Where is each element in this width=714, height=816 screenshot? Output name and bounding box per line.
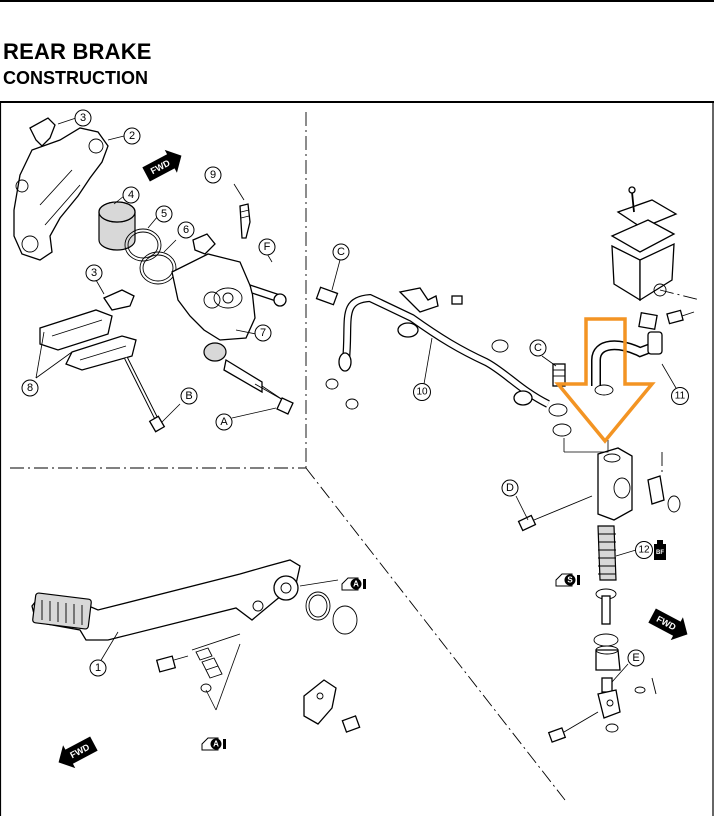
reservoir-bolt	[666, 309, 695, 325]
page-title: REAR BRAKE	[3, 39, 152, 64]
seal-rings	[124, 228, 177, 285]
letter-ref-a: A	[215, 413, 233, 431]
svg-text:10: 10	[416, 387, 428, 398]
svg-text:4: 4	[128, 189, 134, 201]
svg-text:C: C	[337, 246, 345, 258]
union-bolt-c-right	[548, 363, 572, 437]
callout-8: 8	[21, 379, 39, 397]
clevis	[597, 677, 657, 733]
caliper-pin-b	[124, 357, 166, 433]
callout-9: 9	[204, 166, 222, 184]
fwd-arrow-bottom: FWD	[58, 736, 98, 769]
svg-text:B: B	[185, 390, 192, 402]
svg-text:11: 11	[675, 391, 686, 402]
bleed-screw	[239, 203, 251, 239]
letter-ref-c-left: C	[332, 243, 350, 261]
mounting-bolt-d	[517, 495, 593, 532]
grease-symbol-s: S	[555, 573, 580, 587]
letter-ref-f: F	[258, 238, 276, 256]
svg-text:A: A	[213, 740, 219, 749]
pad-spring-mid	[103, 289, 135, 311]
master-cylinder-kit-12	[597, 525, 617, 581]
callout-2: 2	[123, 127, 141, 145]
pedal-bolt	[155, 655, 189, 673]
caliper-body	[171, 253, 256, 341]
hose-clip	[491, 339, 509, 353]
reservoir-hose-11	[591, 331, 663, 396]
piston	[98, 201, 136, 251]
svg-text:1: 1	[95, 662, 101, 674]
brake-pedal-1	[31, 559, 301, 641]
svg-text:2: 2	[129, 130, 135, 142]
fwd-arrow-right: FWD	[648, 608, 688, 641]
caliper-bolt-f	[249, 284, 287, 307]
letter-ref-d: D	[501, 479, 519, 497]
svg-text:3: 3	[91, 267, 97, 279]
svg-text:BF: BF	[656, 550, 664, 556]
letter-ref-b: B	[180, 387, 198, 405]
svg-text:9: 9	[210, 169, 216, 181]
callout-7: 7	[254, 324, 272, 342]
svg-text:A: A	[220, 416, 228, 428]
diagram-frame	[0, 102, 714, 816]
frame-top-rule	[0, 101, 714, 103]
svg-text:6: 6	[183, 224, 189, 236]
letter-ref-c-right: C	[529, 339, 547, 357]
bleed-screw-cap	[192, 233, 216, 255]
top-rule	[0, 0, 714, 2]
brake-fluid-bottle-icon: BF	[654, 540, 666, 560]
rod-boot	[595, 645, 621, 671]
callout-11: 11	[671, 387, 689, 405]
page-subtitle: CONSTRUCTION	[3, 68, 148, 88]
svg-text:5: 5	[161, 208, 167, 220]
hose-bolt-c-left	[315, 286, 339, 306]
pedal-rings	[305, 591, 358, 635]
svg-text:E: E	[632, 652, 639, 664]
callout-6: 6	[177, 221, 195, 239]
fwd-arrow-top: FWD	[142, 149, 182, 182]
hose-connector-clip	[638, 311, 658, 331]
svg-text:8: 8	[27, 382, 33, 394]
pedal-plate	[303, 679, 361, 733]
push-rod	[593, 588, 619, 647]
brake-pads	[39, 309, 137, 371]
callout-10: 10	[413, 383, 431, 401]
grease-symbol-a-spring: A	[201, 737, 226, 751]
pin-sleeve	[203, 342, 294, 415]
return-spring	[191, 633, 241, 693]
svg-text:12: 12	[638, 545, 650, 556]
svg-text:F: F	[264, 241, 271, 253]
callout-12: 12	[635, 541, 653, 559]
grease-symbol-a-pedal: A	[341, 577, 366, 591]
master-cylinder-reservoir	[610, 186, 701, 302]
callout-5: 5	[155, 205, 173, 223]
callout-1: 1	[89, 659, 107, 677]
highlight-arrow	[554, 317, 656, 444]
section-dividers	[10, 112, 566, 801]
highlight-arrow-outline	[554, 317, 656, 444]
master-cylinder-body	[597, 447, 681, 521]
brake-hose-10	[338, 293, 550, 408]
letter-ref-e: E	[627, 649, 645, 667]
callout-3-top: 3	[74, 109, 92, 127]
svg-text:D: D	[506, 482, 514, 494]
hose-clamp-bracket	[398, 287, 463, 313]
leader-lines	[35, 117, 677, 711]
svg-text:A: A	[353, 580, 359, 589]
svg-text:7: 7	[260, 327, 266, 339]
pad-spring-top	[29, 117, 56, 147]
callout-4: 4	[122, 186, 140, 204]
clevis-pin	[547, 711, 599, 743]
svg-text:3: 3	[80, 112, 86, 124]
hose-banjo-washers-left	[325, 378, 359, 410]
callout-3-mid: 3	[85, 264, 103, 282]
caliper-bracket	[13, 127, 109, 261]
svg-text:S: S	[567, 576, 573, 585]
svg-text:C: C	[534, 342, 542, 354]
